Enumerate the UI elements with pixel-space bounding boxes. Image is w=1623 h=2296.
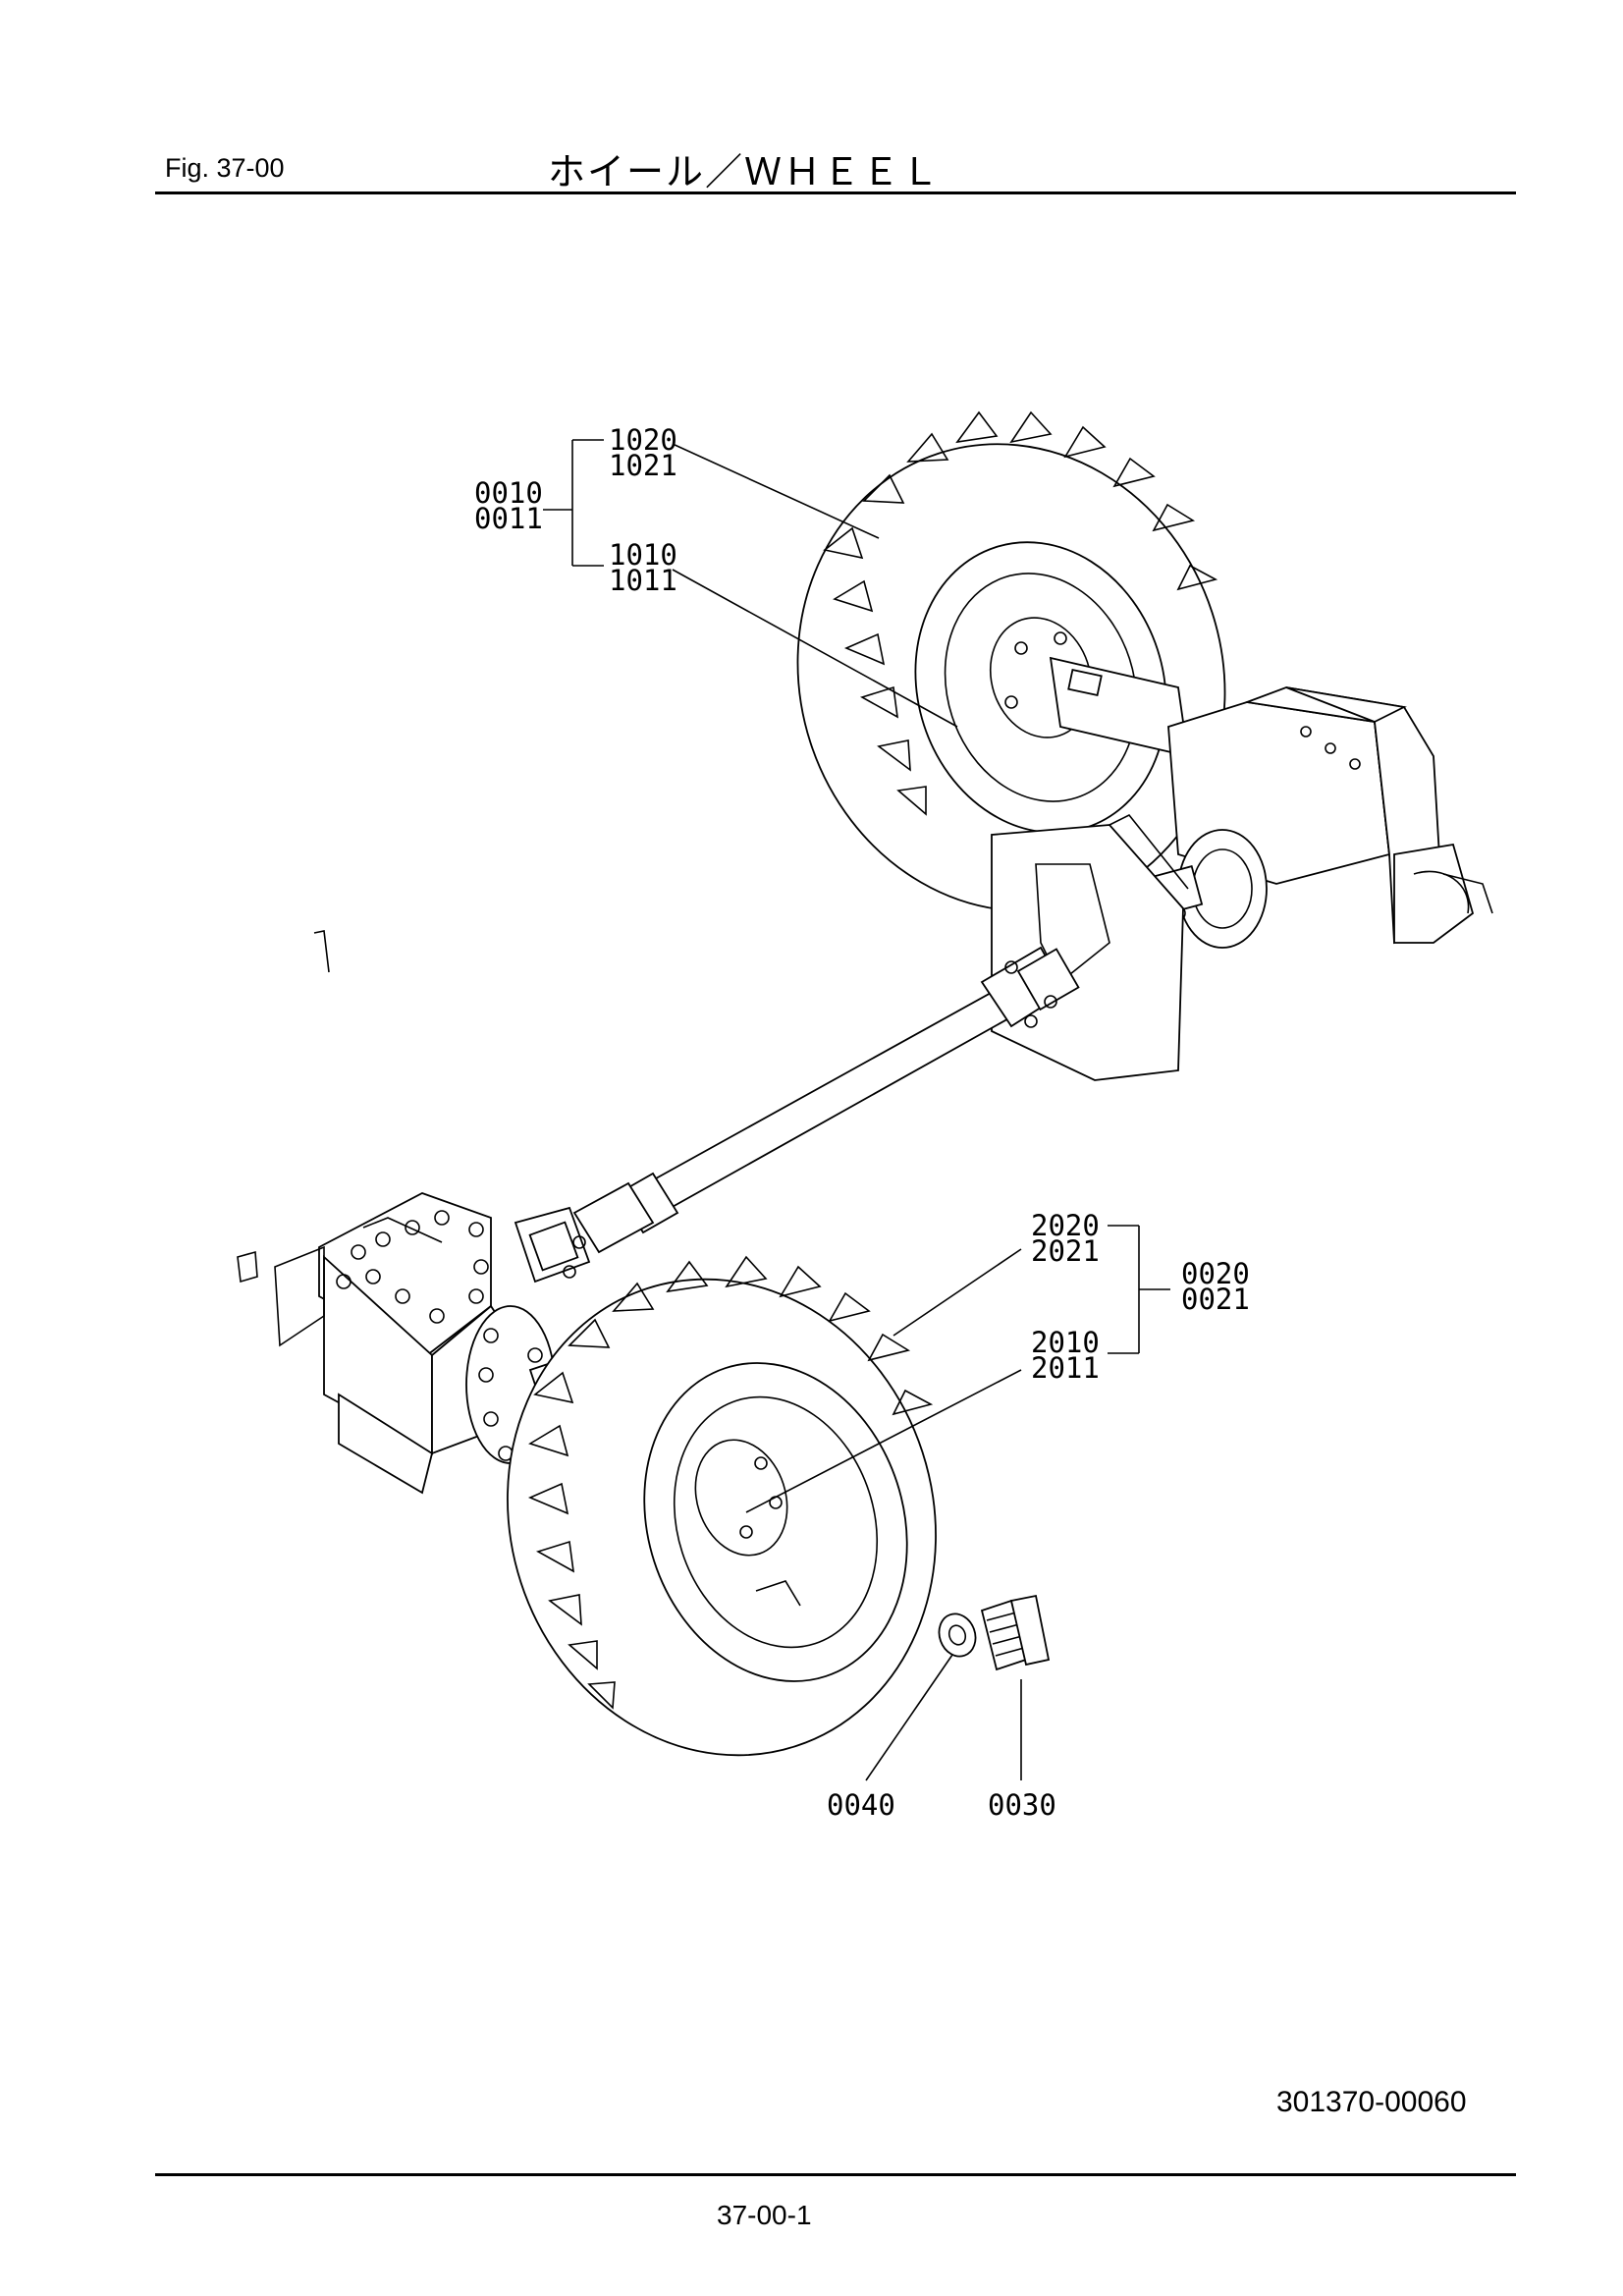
callout-bottom-tire-b: 2021 bbox=[1031, 1234, 1100, 1268]
top-wheel bbox=[796, 410, 1226, 912]
callout-bottom-assembly-a: 0020 bbox=[1181, 1257, 1250, 1290]
washer-part bbox=[938, 1613, 977, 1658]
page-number: 37-00-1 bbox=[717, 2200, 812, 2230]
callout-bottom-rim-b: 2011 bbox=[1031, 1351, 1100, 1385]
callout-bolt: 0030 bbox=[988, 1788, 1056, 1822]
callout-bottom-tire-a: 2020 bbox=[1031, 1209, 1100, 1242]
callout-top-assembly-a: 0010 bbox=[474, 476, 543, 510]
figure-number: Fig. 37-00 bbox=[165, 153, 285, 183]
leader-lines bbox=[543, 439, 1170, 1781]
callout-top-assembly-b: 0011 bbox=[474, 502, 543, 535]
callout-top-tire-b: 1021 bbox=[609, 449, 677, 482]
callout-washer: 0040 bbox=[827, 1788, 895, 1822]
footer-rule bbox=[155, 2173, 1516, 2176]
rear-axle-housing bbox=[991, 686, 1493, 1081]
propeller-shaft bbox=[514, 946, 1080, 1284]
bottom-wheel bbox=[507, 1255, 937, 1757]
callout-top-rim-a: 1010 bbox=[609, 538, 677, 572]
bolt-part bbox=[980, 1594, 1051, 1671]
callout-bottom-rim-a: 2010 bbox=[1031, 1326, 1100, 1359]
drawing-number: 301370-00060 bbox=[1276, 2086, 1467, 2118]
callout-top-rim-b: 1011 bbox=[609, 564, 677, 597]
callout-top-tire-a: 1020 bbox=[609, 423, 677, 457]
header-rule bbox=[155, 191, 1516, 194]
callout-bottom-assembly-b: 0021 bbox=[1181, 1283, 1250, 1316]
page-title: ホイール／ＷＨＥＥＬ bbox=[548, 152, 942, 193]
